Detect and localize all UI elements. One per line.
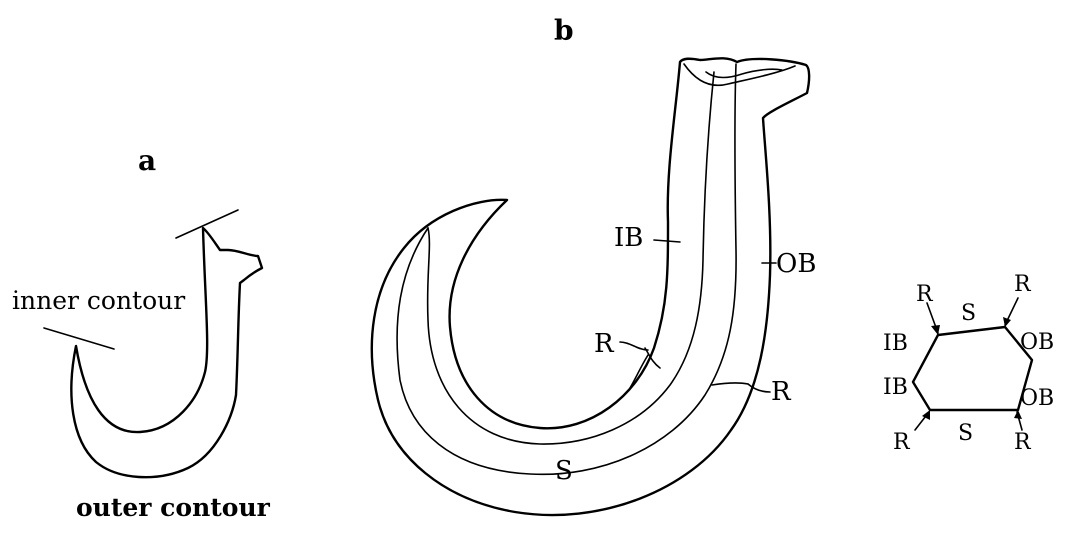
schematic-s-top: S	[961, 301, 976, 326]
panel-b-label: b	[554, 14, 574, 47]
arrow-head-bottom-right	[1014, 410, 1022, 419]
schematic-r-top-left: R	[916, 282, 934, 307]
panel-b-ridge-right-label: R	[771, 377, 792, 407]
panel-b-r-left-leader	[620, 342, 648, 350]
schematic-hexagon	[913, 327, 1032, 410]
arrow-head-top-left	[931, 325, 940, 335]
schematic-ib-upper: IB	[883, 331, 908, 356]
panel-b-ridge-left-label: R	[594, 329, 615, 359]
panel-b-shaft-label: S	[555, 456, 573, 486]
panel-a: a inner contour outer contour	[12, 144, 271, 522]
panel-b-ob-label: OB	[776, 249, 816, 279]
panel-a-hook-outline	[71, 228, 262, 477]
panel-b-outer-band-line	[397, 64, 736, 474]
schematic-s-bottom: S	[958, 421, 973, 446]
panel-b-ib-label: IB	[614, 223, 643, 253]
outer-contour-label: outer contour	[76, 493, 271, 522]
arrow-head-top-right	[1003, 317, 1011, 327]
inner-contour-label: inner contour	[12, 286, 185, 315]
schematic: R R S IB IB OB OB R S R	[883, 272, 1054, 455]
schematic-r-top-right: R	[1014, 272, 1032, 297]
panel-b: b IB OB R R S	[372, 14, 817, 515]
panel-b-hook-outer-outline	[372, 58, 809, 515]
panel-a-outer-contour-marker	[44, 328, 114, 349]
schematic-ob-lower: OB	[1020, 386, 1054, 411]
panel-b-ib-leader	[654, 240, 680, 242]
schematic-ob-upper: OB	[1020, 330, 1054, 355]
panel-b-ridge-right-mark	[712, 383, 748, 385]
schematic-r-bottom-left: R	[893, 430, 911, 455]
schematic-r-bottom-right: R	[1014, 430, 1032, 455]
panel-a-label: a	[138, 144, 156, 177]
schematic-ib-lower: IB	[883, 375, 908, 400]
